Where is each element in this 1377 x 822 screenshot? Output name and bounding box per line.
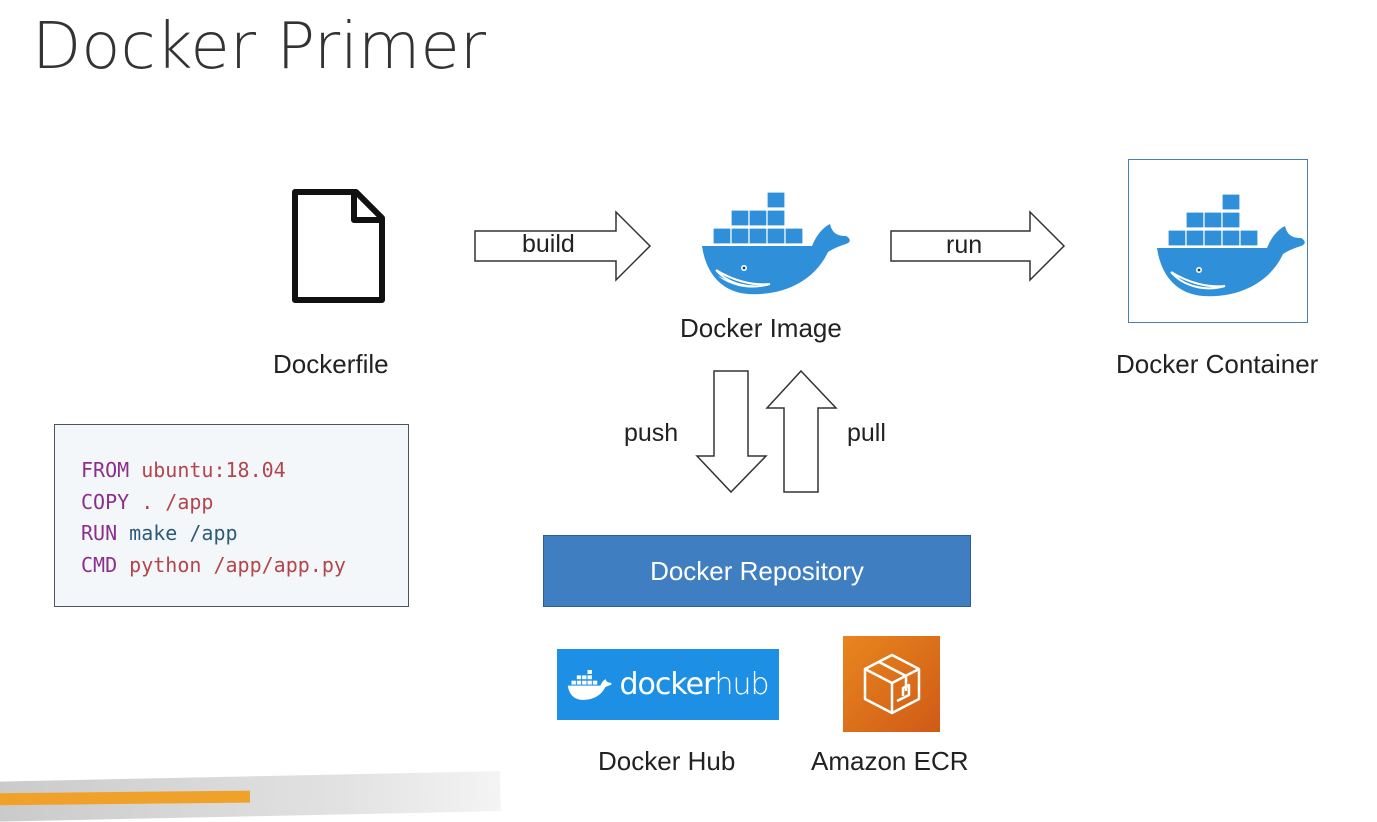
build-label: build: [522, 230, 575, 258]
code-line: RUN make /app: [81, 521, 408, 553]
code-args: make /app: [129, 521, 238, 545]
code-keyword: COPY: [81, 489, 130, 514]
docker-hub-whale-icon: [568, 668, 613, 700]
page-title: Docker Primer: [32, 10, 487, 84]
docker-container-label: Docker Container: [1116, 349, 1319, 379]
code-line: CMD python /app/app.py: [81, 553, 408, 585]
amazon-ecr-icon: [843, 636, 940, 732]
code-keyword: FROM: [81, 458, 130, 482]
docker-repository-box: Docker Repository: [543, 535, 971, 607]
dockerfile-code-box: FROM ubuntu:18.04 COPY . /app RUN make /…: [54, 424, 409, 607]
code-line: COPY . /app: [81, 490, 408, 522]
file-icon: [292, 189, 385, 303]
code-line: FROM ubuntu:18.04: [81, 458, 408, 490]
amazon-ecr-label: Amazon ECR: [811, 746, 969, 776]
run-label: run: [946, 231, 983, 259]
docker-hub-logo: dockerhub: [557, 649, 779, 720]
code-args: ubuntu:18.04: [141, 458, 286, 482]
docker-container-whale-icon: [1157, 193, 1305, 297]
code-keyword: RUN: [81, 521, 118, 545]
code-args: . /app: [141, 489, 214, 514]
logo-word-hub: hub: [714, 667, 769, 702]
logo-word-docker: docker: [619, 667, 715, 702]
docker-hub-label: Docker Hub: [598, 746, 736, 776]
dockerfile-label: Dockerfile: [273, 349, 389, 379]
docker-repository-label: Docker Repository: [650, 555, 864, 586]
pull-arrow: [765, 369, 838, 493]
run-arrow: [890, 210, 1066, 282]
pull-label: pull: [847, 419, 886, 447]
push-label: push: [624, 419, 679, 447]
code-args: python /app/app.py: [129, 552, 346, 577]
code-keyword: CMD: [81, 552, 118, 577]
push-arrow: [695, 370, 768, 494]
docker-hub-logo-text: dockerhub: [619, 667, 769, 702]
docker-image-whale-icon: [702, 191, 850, 295]
docker-image-label: Docker Image: [680, 313, 842, 343]
ecr-cube-icon: [863, 653, 920, 715]
build-arrow: [474, 210, 652, 282]
